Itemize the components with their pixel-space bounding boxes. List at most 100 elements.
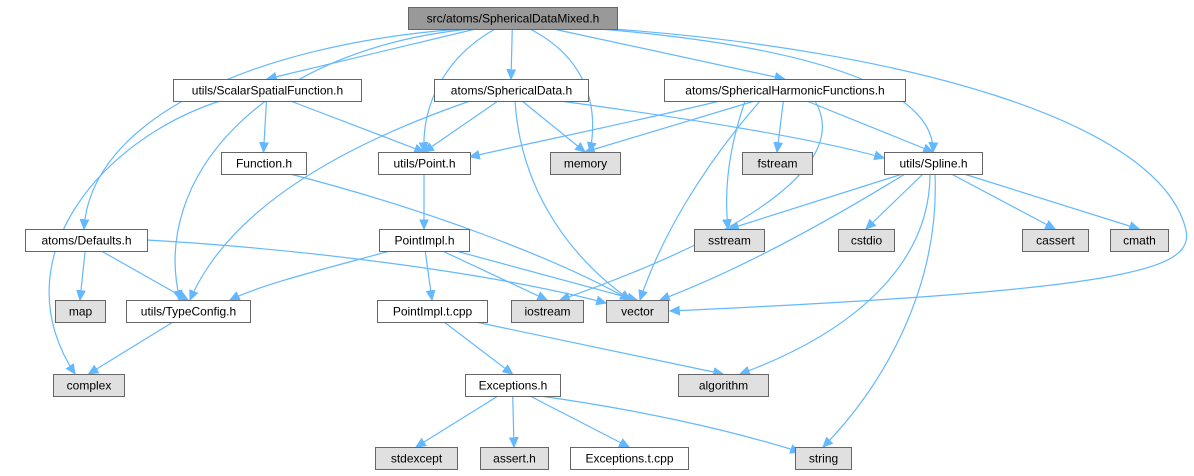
node-box xyxy=(126,300,251,323)
node-shf[interactable]: atoms/SphericalHarmonicFunctions.h xyxy=(664,79,906,102)
node-box xyxy=(838,229,895,252)
edge-root-to-spline xyxy=(599,28,933,152)
node-exceptionst[interactable]: Exceptions.t.cpp xyxy=(570,447,689,470)
node-label: memory xyxy=(564,157,607,171)
edge-shf-to-spline xyxy=(806,100,933,152)
node-ssf[interactable]: utils/ScalarSpatialFunction.h xyxy=(173,79,362,102)
node-box xyxy=(678,374,769,397)
node-box xyxy=(884,152,983,175)
node-box xyxy=(664,79,906,102)
edge-pointimplt-to-exceptions xyxy=(443,321,512,374)
edge-shf-to-point xyxy=(470,100,721,157)
edge-exceptions-to-stdexcept xyxy=(416,395,499,447)
node-algorithm: algorithm xyxy=(678,374,769,397)
edge-shf-to-iostream xyxy=(560,100,823,300)
node-label: string xyxy=(809,452,838,466)
edge-root-to-ssf xyxy=(267,28,476,79)
node-label: vector xyxy=(621,305,654,319)
edge-shf-to-fstream xyxy=(777,100,784,152)
node-root: src/atoms/SphericalDataMixed.h xyxy=(408,7,618,30)
edge-pointimpl-to-iostream xyxy=(442,250,547,300)
node-exceptions[interactable]: Exceptions.h xyxy=(465,374,561,397)
node-box xyxy=(606,300,669,323)
node-pointimplt[interactable]: PointImpl.t.cpp xyxy=(377,300,488,323)
edge-defaults-to-map xyxy=(80,250,85,300)
node-cstdio: cstdio xyxy=(838,229,895,252)
node-typeconfig[interactable]: utils/TypeConfig.h xyxy=(126,300,251,323)
node-label: utils/Spline.h xyxy=(899,157,967,171)
node-box xyxy=(377,300,488,323)
node-label: PointImpl.h xyxy=(394,234,454,248)
node-box xyxy=(375,447,458,470)
node-label: cassert xyxy=(1036,234,1075,248)
node-cassert: cassert xyxy=(1022,229,1089,252)
node-label: fstream xyxy=(757,157,797,171)
edge-shf-to-vector xyxy=(640,100,761,300)
edge-pointimplt-to-algorithm xyxy=(475,321,723,374)
nodes: src/atoms/SphericalDataMixed.h utils/Scal… xyxy=(25,7,1169,470)
node-sstream: sstream xyxy=(694,229,765,252)
node-label: map xyxy=(69,305,93,319)
edge-spline-to-string xyxy=(823,173,936,447)
node-box xyxy=(511,300,584,323)
node-box xyxy=(480,447,549,470)
node-iostream: iostream xyxy=(511,300,584,323)
node-point[interactable]: utils/Point.h xyxy=(378,152,471,175)
edge-spline-to-cassert xyxy=(951,173,1055,229)
edge-root-to-vector xyxy=(612,28,1188,311)
node-box xyxy=(742,152,813,175)
edge-spline-to-cmath xyxy=(963,173,1139,229)
node-vector: vector xyxy=(606,300,669,323)
node-label: atoms/Defaults.h xyxy=(41,234,131,248)
node-box xyxy=(221,152,307,175)
edge-spline-to-sstream xyxy=(729,173,903,229)
edge-exceptions-to-string xyxy=(539,395,800,452)
edge-pointimpl-to-pointimplt xyxy=(424,250,432,300)
node-box xyxy=(25,229,148,252)
node-label: utils/ScalarSpatialFunction.h xyxy=(192,84,343,98)
edge-ssf-to-complex xyxy=(48,100,221,374)
edge-sd-to-vector xyxy=(514,100,630,300)
edge-shf-to-memory xyxy=(585,100,755,152)
node-label: Exceptions.t.cpp xyxy=(585,452,673,466)
node-pointimpl[interactable]: PointImpl.h xyxy=(379,229,470,252)
edges xyxy=(48,28,1188,452)
node-sd[interactable]: atoms/SphericalData.h xyxy=(434,79,589,102)
node-fstream: fstream xyxy=(742,152,813,175)
node-box xyxy=(408,7,618,30)
node-label: complex xyxy=(67,379,112,393)
node-memory: memory xyxy=(550,152,621,175)
node-box xyxy=(795,447,852,470)
node-label: Function.h xyxy=(236,157,292,171)
node-box xyxy=(1110,229,1169,252)
node-string: string xyxy=(795,447,852,470)
node-function[interactable]: Function.h xyxy=(221,152,307,175)
edge-defaults-to-typeconfig xyxy=(101,250,188,300)
node-box xyxy=(1022,229,1089,252)
edge-pointimpl-to-typeconfig xyxy=(230,250,391,300)
edge-pointimpl-to-vector xyxy=(455,250,637,300)
node-asserth: assert.h xyxy=(480,447,549,470)
node-box xyxy=(465,374,561,397)
node-label: iostream xyxy=(524,305,570,319)
edge-ssf-to-function xyxy=(264,100,267,152)
node-map: map xyxy=(55,300,106,323)
edge-typeconfig-to-complex xyxy=(89,321,174,374)
edge-exceptions-to-exceptionst xyxy=(529,395,629,447)
node-complex: complex xyxy=(53,374,125,397)
edge-shf-to-sstream xyxy=(727,100,746,229)
node-label: cmath xyxy=(1123,234,1156,248)
node-defaults[interactable]: atoms/Defaults.h xyxy=(25,229,148,252)
node-label: atoms/SphericalHarmonicFunctions.h xyxy=(685,84,884,98)
edge-spline-to-cstdio xyxy=(866,173,924,229)
edge-exceptions-to-asserth xyxy=(513,395,514,447)
edge-sd-to-memory xyxy=(521,100,585,152)
node-label: Exceptions.h xyxy=(479,379,548,393)
node-stdexcept: stdexcept xyxy=(375,447,458,470)
node-box xyxy=(550,152,621,175)
edge-root-to-typeconfig xyxy=(175,28,471,300)
node-spline[interactable]: utils/Spline.h xyxy=(884,152,983,175)
edge-function-to-vector xyxy=(289,173,630,300)
node-label: PointImpl.t.cpp xyxy=(393,305,473,319)
